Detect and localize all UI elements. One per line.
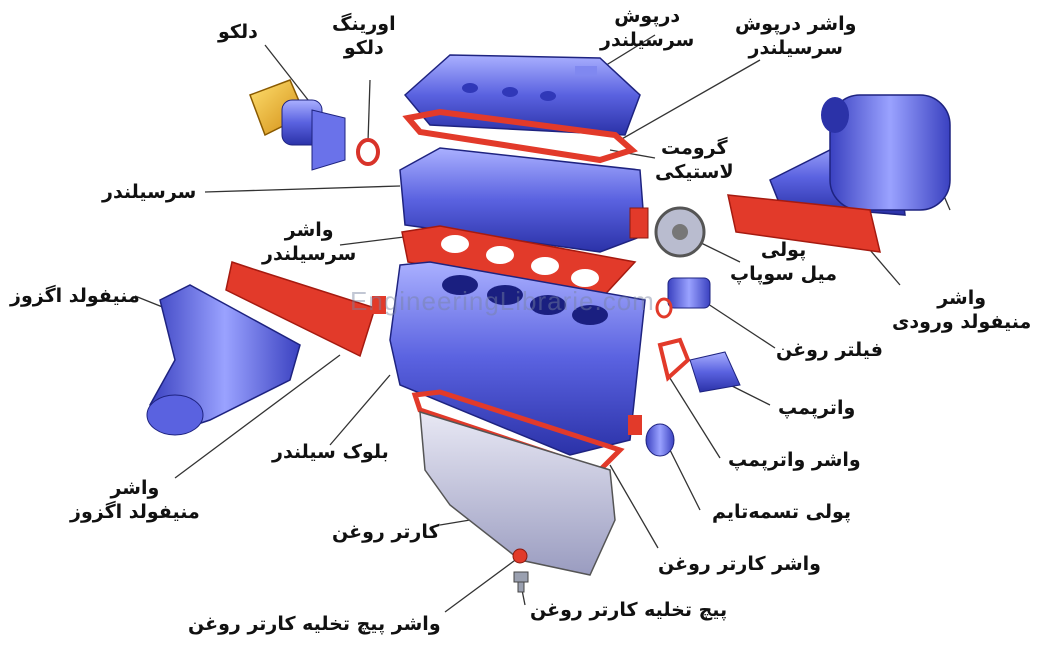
exhaust-manifold-part [146,284,301,436]
cylinder-head-part [399,147,649,253]
drain-plug-part [513,571,529,593]
head-gasket-part [401,225,637,303]
oil-filter-part [655,277,711,319]
label-timing-pulley: پولی تسمه‌تایم [712,501,852,523]
watermark: EngineeringLibrarie.com [350,286,655,316]
cylinder-block-part [372,261,646,456]
intake-manifold-part [769,94,951,216]
water-pump-part [689,351,741,393]
distributor-oring-part [356,138,380,166]
camshaft-pulley-part [654,206,706,258]
label-water-pump-gasket: واشر واترپمپ [728,449,861,471]
label-cylinder-head: سرسیلندر [102,181,197,203]
label-distributor: دلکو [218,21,258,43]
label-drain-plug-washer: واشر پیچ تخلیه کارتر روغن [188,613,441,635]
valve-cover-gasket-part [402,108,638,164]
oil-pan-part [419,410,616,576]
label-exhaust-manifold: منیفولد اگزوز [10,285,140,307]
label-oil-filter: فیلتر روغن [776,339,883,361]
label-drain-plug: پیچ تخلیه کارتر روغن [530,599,728,621]
label-oil-pan-gasket: واشر کارتر روغن [658,553,821,575]
exhaust-gasket-part [225,261,376,358]
label-cylinder-block: بلوک سیلندر [272,441,389,463]
label-oil-pan: کارتر روغن [332,521,440,543]
intake-gasket-part [727,194,881,253]
distributor-part [249,79,346,171]
oil-pan-gasket-part [411,389,625,473]
timing-pulley-part [628,415,675,457]
water-pump-gasket-part [657,337,691,382]
label-water-pump: واترپمپ [778,397,856,419]
drain-plug-washer-part [512,548,528,564]
